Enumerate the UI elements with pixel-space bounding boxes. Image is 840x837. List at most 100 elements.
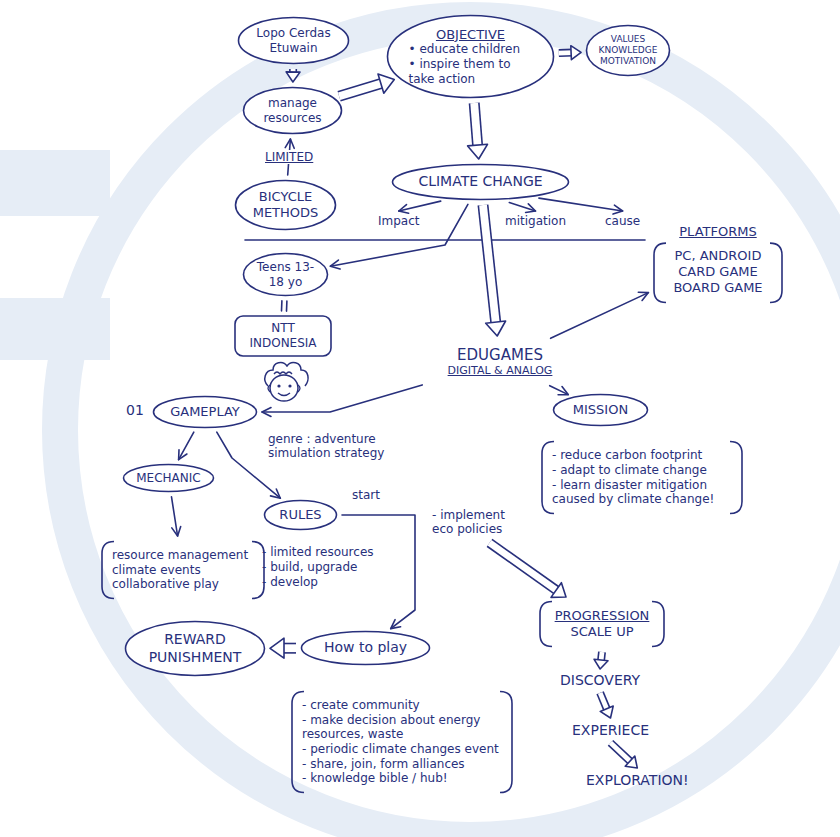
connector-line	[330, 204, 468, 266]
connector	[262, 385, 422, 417]
hollow-arrow-head	[571, 46, 581, 60]
node-text: OBJECTIVE	[409, 27, 533, 43]
connector-line	[539, 198, 623, 211]
arrow-head	[391, 620, 401, 629]
ellipse-outline	[393, 165, 569, 200]
node-content: MECHANIC	[133, 471, 205, 486]
face-hair	[274, 372, 292, 374]
arrow-head	[558, 387, 568, 395]
reward-ellipse: REWARD PUNISHMENT	[124, 620, 266, 677]
node-content: - create community- make decision about …	[302, 698, 502, 786]
bracket-right	[652, 602, 664, 647]
node-text: How to play	[314, 639, 418, 656]
platform-bracket: PLATFORMSPC, ANDROID CARD GAME BOARD GAM…	[652, 216, 784, 304]
node-text: resource management	[112, 548, 254, 563]
edge-label: LIMITED	[262, 150, 316, 164]
method-ellipse: BICYCLE METHODS	[234, 179, 337, 231]
ellipse-outline	[244, 254, 328, 296]
connector-line	[551, 293, 649, 339]
face-illustration	[265, 363, 308, 401]
node-text: collaborative play	[112, 577, 254, 592]
watermark-bar	[0, 150, 110, 216]
node-text: - periodic climate changes event	[302, 742, 502, 757]
node-content: OBJECTIVE• educate children• inspire the…	[409, 27, 533, 87]
node-text: Teens 13-18 yo	[255, 260, 317, 289]
node-text: - adapt to climate change	[552, 463, 732, 478]
connector	[483, 205, 506, 336]
node-text: NTT INDONESIA	[242, 321, 324, 350]
connector-line	[172, 497, 178, 536]
hollow-arrow-fill	[490, 543, 558, 591]
node-content: MISSION	[565, 402, 637, 418]
arrow-head	[638, 292, 648, 300]
bracket-left	[654, 243, 666, 302]
leader-arrow	[509, 203, 535, 213]
node-text: RULES	[274, 507, 328, 523]
hub-heading: EDUGAMESDIGITAL & ANALOG	[426, 340, 574, 384]
node-text: GAMEPLAY	[165, 404, 245, 420]
progression-bracket: PROGRESSIONSCALE UP	[538, 600, 666, 648]
region-box: NTT INDONESIA	[234, 315, 332, 357]
aspect-label: cause	[605, 214, 640, 228]
face-head	[270, 375, 298, 401]
ellipse-outline	[239, 18, 349, 64]
ellipse-outline	[244, 88, 342, 134]
connector-line	[262, 385, 422, 412]
node-content: resource managementclimate eventscollabo…	[112, 548, 254, 592]
bracket-right	[770, 243, 782, 302]
hollow-arrow-head	[468, 144, 488, 159]
connector	[330, 204, 468, 269]
node-content: RULES	[274, 507, 328, 523]
node-text: EDUGAMES	[434, 346, 566, 364]
list-bracket: - reduce carbon footprint- adapt to clim…	[540, 440, 744, 515]
aspect-label: Impact	[378, 214, 420, 228]
hollow-arrow-head	[594, 659, 608, 669]
node-content: How to play	[314, 639, 418, 656]
rule-item: - develop	[262, 575, 318, 589]
ellipse-outline	[388, 16, 554, 98]
node-text: - create community	[302, 698, 502, 713]
rule-item: - build, upgrade	[262, 560, 357, 574]
node-text: CLIMATE CHANGE	[408, 173, 553, 190]
hollow-arrow-fill	[611, 743, 632, 763]
node-content: Lopo Cerdas Etuwain	[253, 26, 335, 55]
list-bracket: - create community- make decision about …	[290, 690, 514, 794]
hollow-arrow-fill	[483, 205, 496, 324]
connector-line	[550, 386, 569, 395]
ellipse-outline	[302, 632, 430, 665]
stage-label: EXPERIECE	[572, 722, 649, 739]
node-text: • educate children	[409, 42, 533, 57]
face-ear	[268, 385, 270, 392]
source-ellipse: Lopo Cerdas Etuwain	[237, 16, 350, 65]
node-content: manage resources	[257, 96, 329, 125]
node-content: - reduce carbon footprint- adapt to clim…	[552, 448, 732, 507]
gameplay-ellipse: GAMEPLAY	[152, 395, 258, 429]
stage-label: DISCOVERY	[560, 672, 640, 689]
arrow-head	[172, 527, 181, 537]
node-text: manage resources	[257, 96, 329, 125]
hollow-arrow-head	[270, 638, 284, 658]
node-content: EDUGAMESDIGITAL & ANALOG	[434, 346, 566, 378]
connector	[172, 497, 181, 536]
node-content: PROGRESSIONSCALE UP	[550, 608, 654, 640]
bracket-right	[500, 692, 512, 793]
arrow-head	[526, 204, 536, 213]
connector	[551, 292, 649, 338]
list-bracket: resource managementclimate eventscollabo…	[100, 540, 266, 600]
stage-arrow	[611, 743, 638, 768]
ellipse-outline	[154, 397, 257, 428]
topic-ellipse: manage resources	[242, 86, 343, 135]
ellipse-outline	[554, 395, 648, 426]
values-ellipse: VALUES KNOWLEDGE MOTIVATION	[585, 24, 671, 77]
face-eye	[288, 384, 291, 387]
connector	[339, 74, 394, 96]
leader-arrow	[399, 201, 441, 213]
howto-ellipse: How to play	[300, 630, 431, 666]
hollow-arrow-head	[551, 583, 566, 598]
mechanic-ellipse: MECHANIC	[122, 463, 215, 493]
node-content: Teens 13-18 yo	[255, 260, 317, 289]
arrow-head	[271, 489, 281, 498]
